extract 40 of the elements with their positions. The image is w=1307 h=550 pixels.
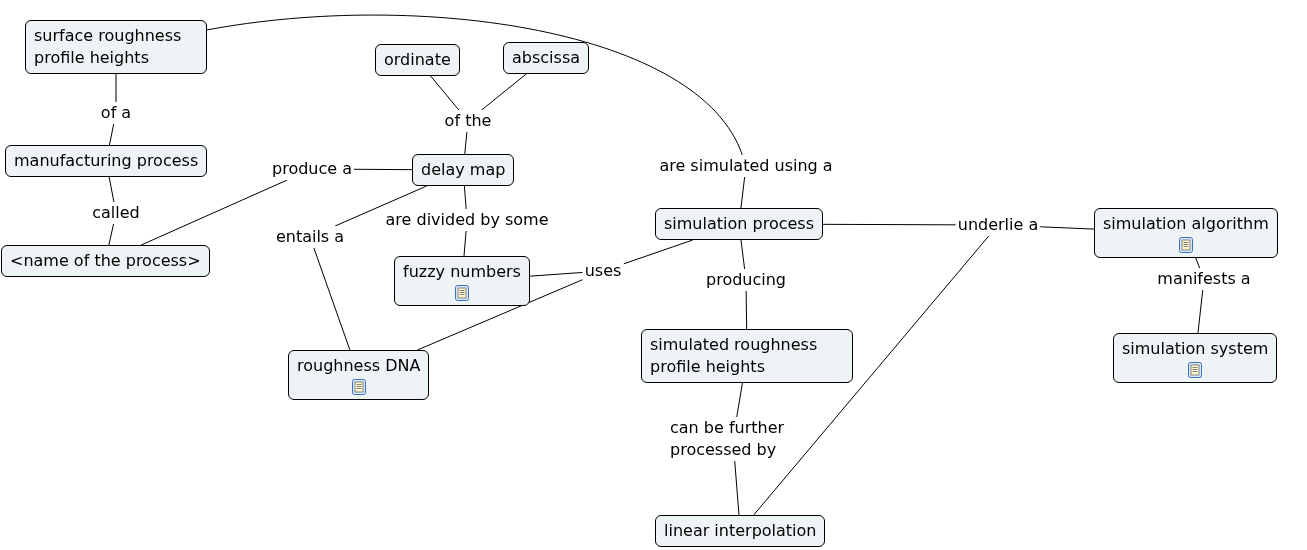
connector-line [529, 271, 584, 277]
connector-line [313, 247, 351, 351]
connector-line [108, 223, 115, 246]
connector-line [1195, 257, 1201, 269]
concept-box: <name of the process> [1, 245, 210, 277]
connector-line [740, 239, 746, 270]
connector-line [753, 235, 990, 516]
connector-line [481, 73, 527, 111]
connector-line [464, 131, 468, 155]
concept-box: simulation process [655, 208, 823, 240]
connector-line [822, 223, 957, 226]
connector-line [206, 14, 743, 156]
concept-box: linear interpolation [655, 515, 826, 547]
concept-box: fuzzy numbers [394, 256, 530, 306]
concept-box: simulation system [1113, 333, 1278, 383]
concept-box: ordinate [375, 44, 460, 76]
connector-line [463, 185, 467, 210]
connector-line [115, 73, 117, 103]
connector-line [622, 239, 694, 265]
connector-line [734, 460, 740, 516]
concept-box: simulation algorithm [1094, 208, 1278, 258]
connector-line [108, 176, 115, 203]
connector-line [416, 279, 584, 351]
connector-line [740, 176, 746, 209]
connector-line [745, 290, 748, 330]
connector-line [1039, 226, 1095, 230]
concept-box: roughness DNA [288, 350, 430, 400]
connector-line [430, 75, 460, 111]
connector-line [108, 123, 115, 146]
connector-line [140, 179, 288, 246]
connector-line [334, 185, 428, 227]
connector-line [736, 382, 743, 418]
concept-box: simulated roughness profile heights [641, 329, 853, 383]
connector-line [463, 230, 467, 257]
concept-box: surface roughness profile heights [25, 20, 207, 74]
concept-box: manufacturing process [5, 145, 208, 177]
connector-line [1197, 289, 1204, 334]
concept-box: delay map [412, 154, 515, 186]
connector-line [353, 168, 413, 171]
concept-box: abscissa [503, 42, 589, 74]
